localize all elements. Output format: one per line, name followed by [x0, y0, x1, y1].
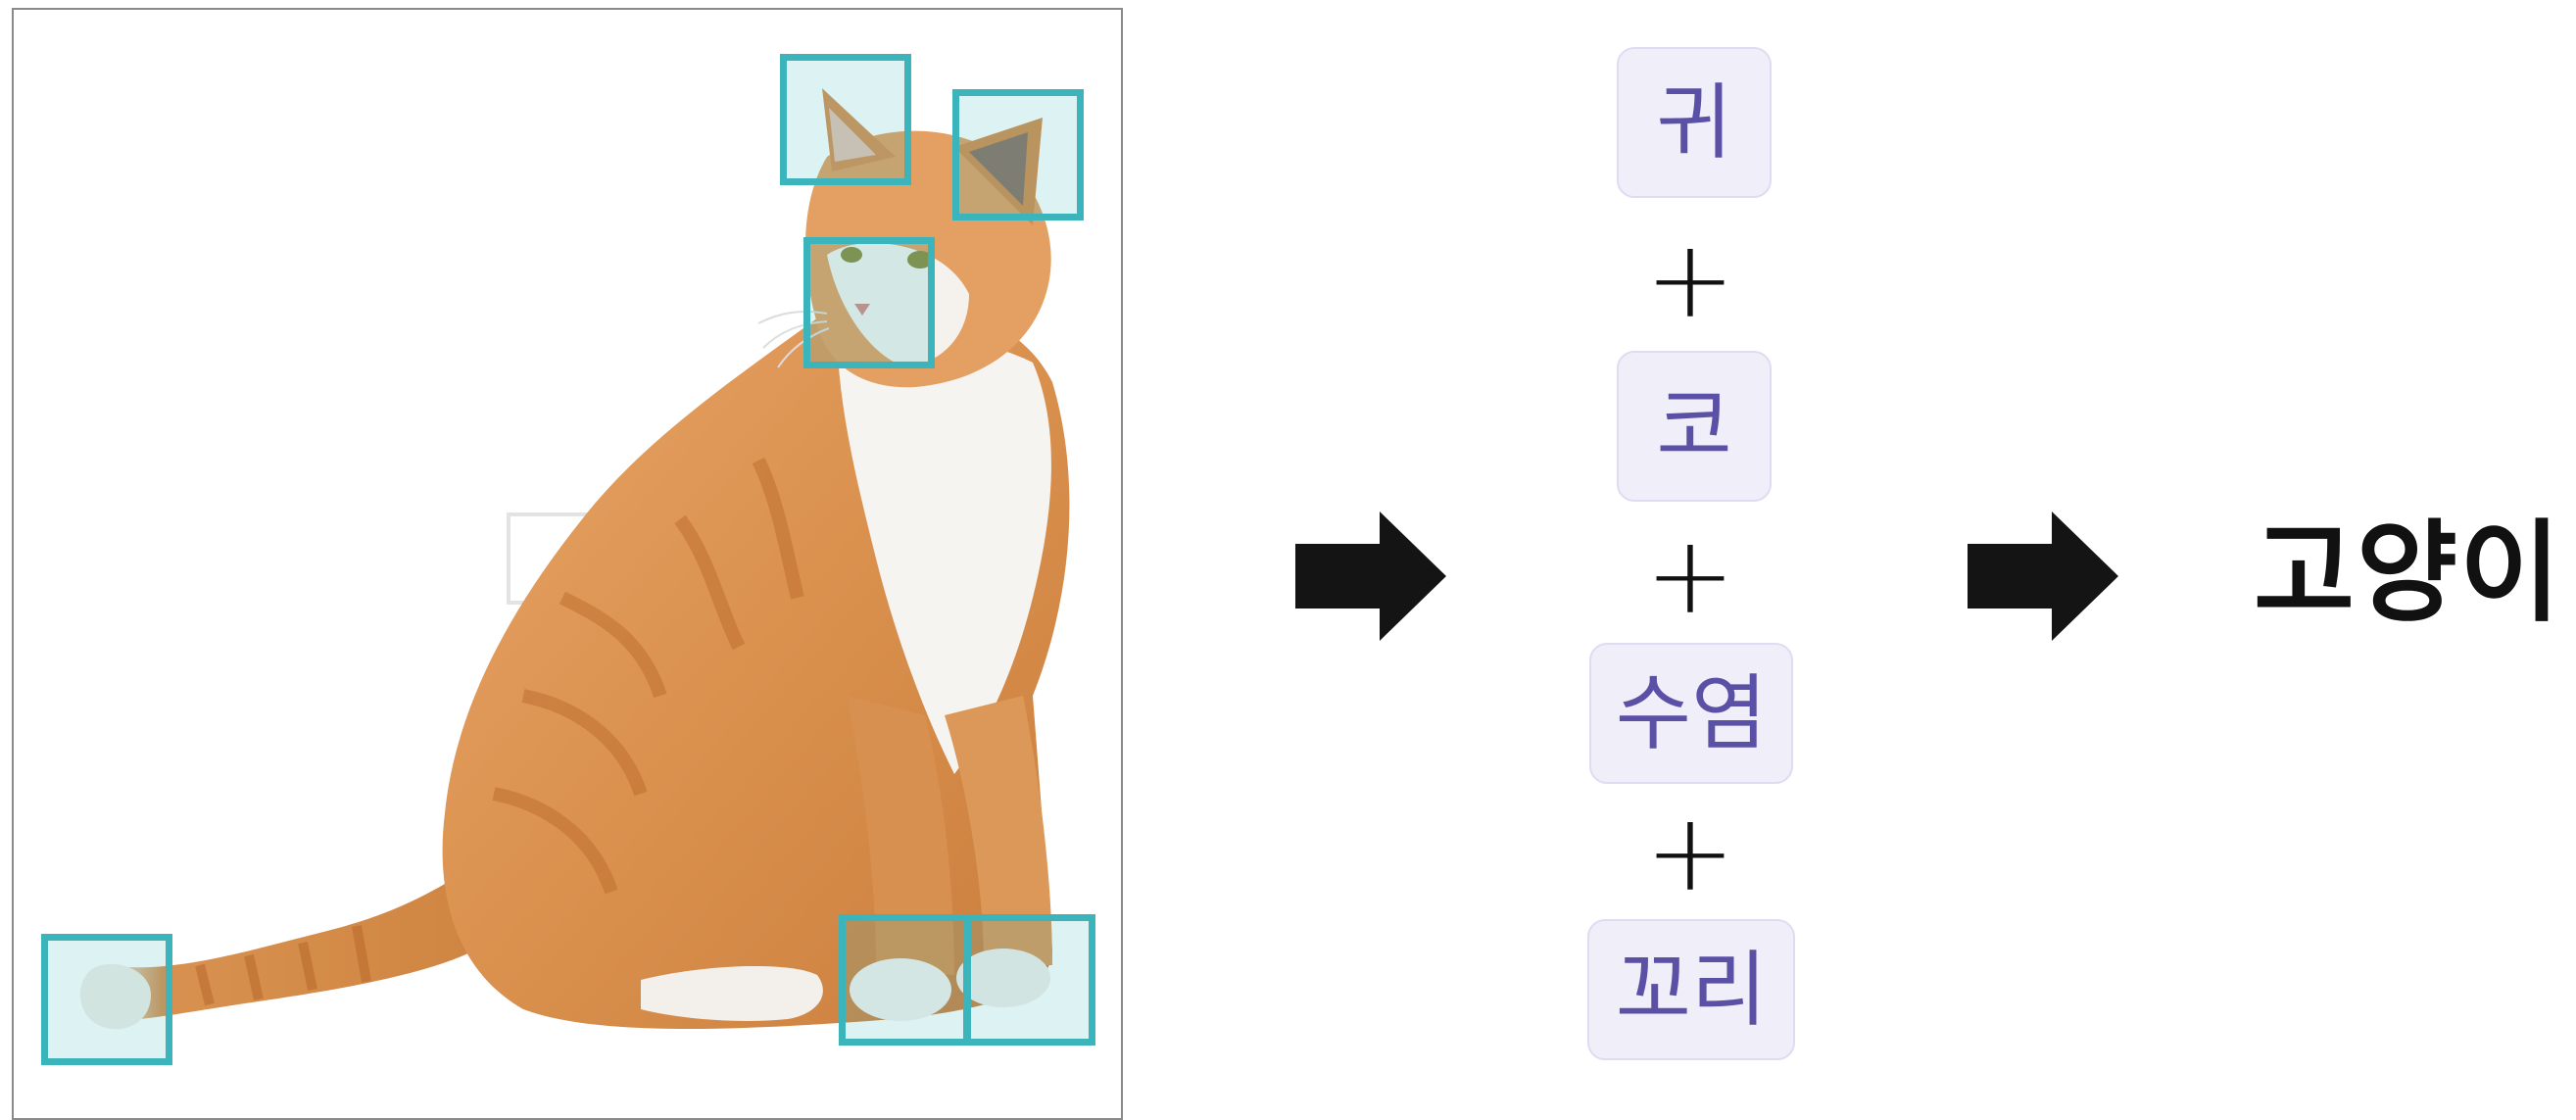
tail-tip	[79, 964, 151, 1030]
eye-left	[841, 247, 862, 263]
whiskers	[757, 311, 830, 368]
eye-right	[907, 251, 933, 268]
plus-sign: +	[1644, 512, 1736, 638]
plus-sign: +	[1644, 790, 1736, 915]
part-box-ear-left	[780, 54, 911, 185]
paw-right	[956, 949, 1050, 1007]
part-box-tail	[41, 934, 172, 1065]
token-ear: 귀	[1617, 47, 1772, 198]
part-box-nose	[803, 237, 935, 368]
cat-nose	[854, 304, 870, 316]
front-leg-right	[945, 696, 1052, 965]
part-box-paw-back	[964, 914, 1095, 1046]
token-nose: 코	[1617, 351, 1772, 502]
front-leg-left	[847, 696, 954, 975]
paw-left	[850, 958, 951, 1021]
cat-photo-frame	[12, 8, 1123, 1120]
ear-left-inner	[829, 108, 876, 162]
plus-sign: +	[1644, 217, 1736, 342]
arrow-right-icon	[1968, 511, 2118, 641]
token-whiskers: 수염	[1589, 643, 1793, 784]
result-label: 고양이	[2254, 510, 2563, 637]
part-box-ear-right	[952, 89, 1084, 220]
arrow-right-icon	[1295, 511, 1446, 641]
cat-chest	[837, 323, 1051, 774]
hind-paw	[641, 965, 823, 1021]
token-tail: 꼬리	[1587, 919, 1795, 1060]
part-box-paw-front	[839, 914, 970, 1046]
cat-illustration	[79, 88, 1070, 1030]
tail-stripes	[195, 925, 371, 1006]
ear-right-inner	[969, 132, 1028, 206]
cat-tail	[107, 872, 474, 1021]
